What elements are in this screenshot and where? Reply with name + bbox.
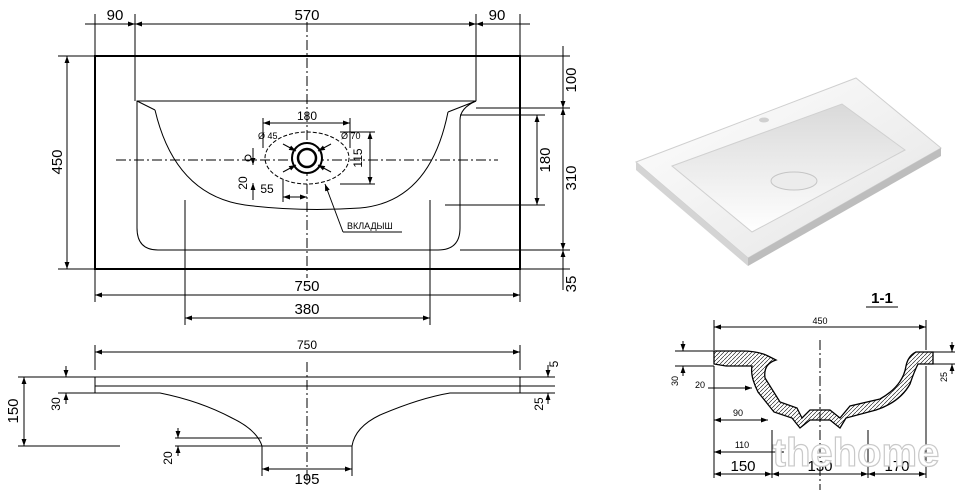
front-dim-30: 30 (49, 397, 63, 411)
drain-inner-circle (296, 147, 318, 169)
dim-top-left: 90 (107, 7, 124, 24)
insert-label: ВКЛАДЫШ (347, 221, 393, 231)
dim-top-middle: 570 (294, 7, 319, 24)
drain-label-d70: Ø 70 (341, 131, 361, 141)
section-dim-90: 90 (733, 408, 743, 418)
render-drain (770, 171, 818, 191)
dim-right-35: 35 (563, 276, 580, 293)
drain-label-d45: Ø 45 (258, 131, 278, 141)
front-dim-195: 195 (294, 471, 319, 488)
watermark: thehome (773, 431, 940, 475)
section-dim-20: 20 (695, 380, 705, 390)
top-view-bowl (136, 100, 477, 251)
front-dim-5: 5 (547, 360, 561, 367)
front-dim-150: 150 (5, 398, 22, 423)
drain-insert-ellipse (264, 131, 350, 185)
sink-3d-render (635, 77, 942, 266)
drain-dim-55: 55 (260, 182, 274, 196)
section-dim-170: 170 (884, 458, 909, 475)
front-dim-750: 750 (297, 338, 317, 352)
section-dim-450: 450 (812, 316, 827, 326)
front-view: 750 150 30 25 5 20 195 (5, 338, 561, 488)
section-dim-25: 25 (939, 372, 949, 382)
section-profile (713, 350, 934, 429)
dim-right-100: 100 (563, 67, 580, 92)
section-dim-150: 150 (730, 458, 755, 475)
dim-top-right: 90 (489, 7, 506, 24)
front-dim-25: 25 (532, 397, 546, 411)
drain-dim-115: 115 (351, 148, 365, 167)
section-dim-130: 130 (807, 458, 832, 475)
drain-detail: 180 Ø 45 Ø 70 115 20 55 ВКЛАДЫШ (236, 109, 402, 233)
bowl-inner-curve (154, 109, 449, 210)
section-dim-110: 110 (735, 440, 749, 450)
section-dim-30: 30 (670, 376, 680, 386)
dim-inner-180: 180 (537, 147, 554, 172)
front-dim-20: 20 (161, 451, 175, 465)
dim-right-310: 310 (563, 165, 580, 190)
dim-width-750: 750 (294, 278, 319, 295)
drain-dim-20: 20 (236, 176, 250, 190)
dim-height-450: 450 (49, 149, 66, 174)
drain-dim-180: 180 (297, 109, 317, 123)
top-view: 90 570 90 450 100 310 35 180 750 380 (49, 7, 580, 325)
section-1-1: 1-1 450 30 20 25 90 110 150 130 (670, 290, 955, 490)
render-tap-hole (759, 117, 769, 123)
section-title: 1-1 (871, 290, 893, 307)
dim-bowl-380: 380 (294, 301, 319, 318)
